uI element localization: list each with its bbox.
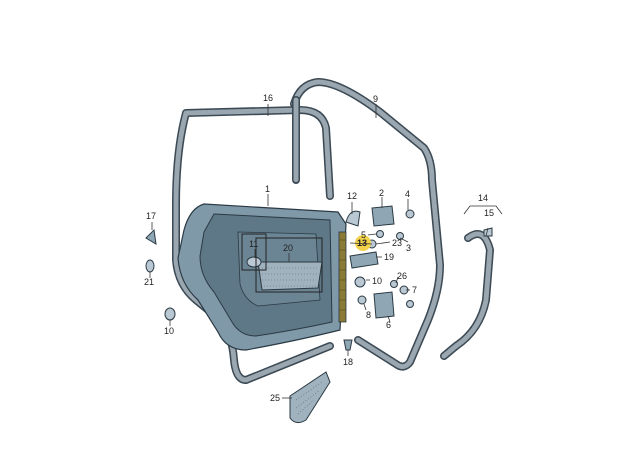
leader-lines <box>149 104 489 399</box>
insulation-pad <box>257 261 323 291</box>
callout-7: 7 <box>412 285 417 295</box>
insulation-mat <box>289 371 331 424</box>
callout-10-upper: 10 <box>372 276 382 286</box>
insulation-mat-texture <box>295 381 323 415</box>
hinge-lower <box>373 291 395 319</box>
callout-9: 9 <box>373 94 378 104</box>
hinge-upper <box>371 205 395 227</box>
washer-26 <box>390 280 398 288</box>
callout-19: 19 <box>384 252 394 262</box>
cover-cap <box>145 228 157 245</box>
window-channel-seal-texture <box>441 231 493 359</box>
callout-4: 4 <box>405 189 410 199</box>
cap-part <box>345 210 361 227</box>
callout-6: 6 <box>386 320 391 330</box>
plug-10 <box>164 307 176 321</box>
callout-13-highlight <box>355 235 371 251</box>
callout-11-box <box>241 233 267 271</box>
body-opening-seal-texture <box>291 79 443 370</box>
clip-15 <box>483 227 493 237</box>
callout-26: 26 <box>397 271 407 281</box>
callout-1: 1 <box>265 184 270 194</box>
washer-5 <box>376 230 384 238</box>
plug-21 <box>145 259 155 273</box>
callout-18: 18 <box>343 357 353 367</box>
callout-14-bracket <box>463 205 503 215</box>
callout-25: 23 <box>392 238 402 248</box>
callout-3: 3 <box>406 243 411 253</box>
insulation-pad-texture <box>262 267 318 287</box>
door-strip-texture <box>339 239 346 311</box>
callout-17: 17 <box>146 211 156 221</box>
callout-12: 12 <box>347 191 357 201</box>
screw-lower <box>406 300 414 308</box>
callout-2: 2 <box>379 188 384 198</box>
callout-20: 20 <box>283 243 293 253</box>
callout-11: 11 <box>249 239 258 249</box>
check-strap <box>349 251 379 269</box>
door-frame-seal-texture <box>173 107 333 383</box>
callout-21: 21 <box>144 277 154 287</box>
callout-16: 16 <box>263 93 273 103</box>
callout-13: 13 <box>357 238 367 248</box>
bolt-8 <box>357 295 367 305</box>
screw-3 <box>396 232 404 240</box>
grommet <box>246 256 262 268</box>
callout-labels: 1 2 3 4 5 6 7 8 9 10 11 12 13 14 15 16 1… <box>144 93 494 403</box>
bolt-4 <box>405 209 415 219</box>
door-strip <box>338 231 347 323</box>
callout-5: 5 <box>361 230 366 240</box>
callout-8: 8 <box>366 310 371 320</box>
callout-23: 25 <box>270 393 280 403</box>
callout-20-box <box>255 237 323 293</box>
clip-18 <box>343 339 353 351</box>
callout-10-lower: 10 <box>164 326 174 336</box>
bushing-10 <box>354 276 366 288</box>
callout-14: 14 <box>478 193 488 203</box>
callout-15: 15 <box>484 208 494 218</box>
